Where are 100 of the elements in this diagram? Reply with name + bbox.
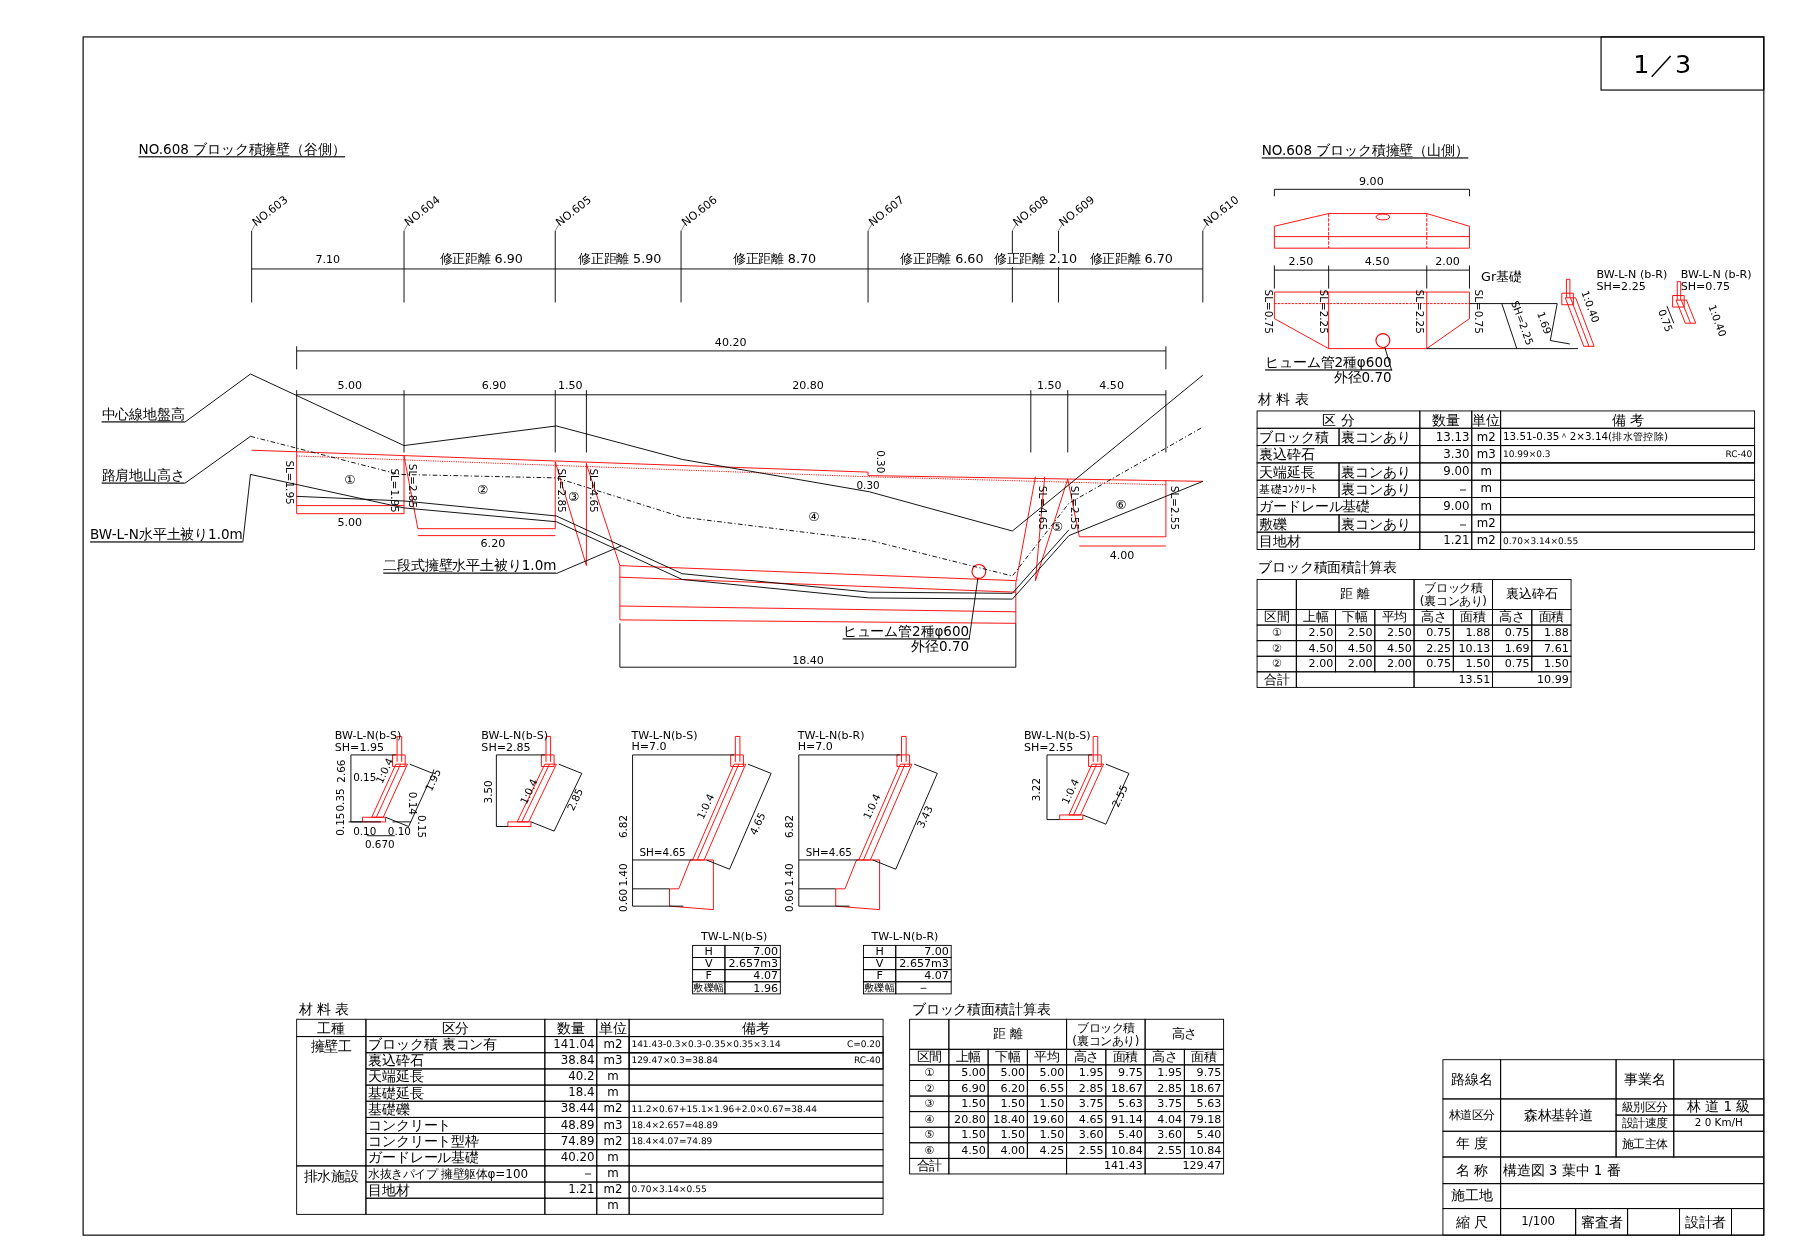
table-entry: 2.25 [1426, 642, 1451, 655]
wall-type-label: SH=2.55 [1023, 742, 1074, 754]
pipe-circle [1375, 333, 1391, 349]
table-entry: 7.61 [1544, 642, 1569, 655]
table-entry: 141.43-0.3×0.3-0.35×0.35×3.14 [631, 1039, 781, 1050]
table-entry: 1.50 [961, 1098, 986, 1110]
table-entry: 2.657m3 [728, 957, 778, 970]
table-entry: ④ [924, 1113, 935, 1126]
table-entry: ブロック積 裏コン有 [368, 1037, 498, 1052]
table-entry: 9.75 [1118, 1066, 1143, 1079]
table-entry: 6.90 [961, 1082, 986, 1095]
section-number: ⑥ [1115, 499, 1127, 513]
table-entry: 0.75 [1504, 658, 1530, 670]
table-entry: 18.40 [993, 1113, 1026, 1126]
dimension-value: 1:0.4 [519, 777, 541, 807]
table-entry: 5.00 [961, 1066, 986, 1079]
dimension-value: SL=2.55 [1168, 485, 1180, 530]
callout-text: ヒューム管2種φ600 [842, 624, 970, 640]
table-entry: 敷礫 [1259, 516, 1288, 531]
dimension-value: 40.20 [714, 337, 747, 349]
table-entry: 0.70×3.14×0.55 [631, 1185, 707, 1195]
dimension-value: 4.00 [1109, 549, 1135, 562]
table-entry: m2 [603, 1135, 623, 1148]
dimension-value: 2.00 [1435, 256, 1460, 268]
dimension-value: 修正距離 6.70 [1088, 253, 1174, 267]
dimension-value: 2.66 [337, 759, 349, 783]
dimension-value: 3.22 [1032, 778, 1044, 802]
table-entry: 13.51-0.35＾2×3.14(排水管控除) [1502, 431, 1669, 443]
dimension-value: SL=2.85 [555, 468, 567, 513]
table-entry: 1.50 [1000, 1098, 1026, 1110]
table-entry: 合計 [916, 1159, 942, 1173]
table-entry: 9.75 [1196, 1066, 1222, 1079]
table-entry: － [580, 1166, 595, 1182]
title-block-text: 2 0 Km/H [1694, 1117, 1743, 1129]
dimension-value: 0.670 [364, 839, 395, 851]
table-entry: 129.47×0.3=38.84 [631, 1056, 719, 1066]
table-title: TW-L-N(b-S) [701, 930, 768, 942]
ground-line [250, 373, 1204, 532]
table-entry: m2 [603, 1103, 623, 1116]
dimension-value: 0.30 [874, 450, 886, 474]
table-entry: 敷礫幅 [693, 982, 725, 994]
table-entry: 18.67 [1111, 1082, 1143, 1095]
table-entry: m2 [1476, 534, 1496, 547]
table-entry: 2.50 [1308, 627, 1334, 639]
table-entry: 裏込砕石 [368, 1053, 424, 1068]
column-header: 高さ [1073, 1050, 1099, 1064]
dimension-value: 6.90 [481, 379, 507, 392]
dimension-value: 0.35 [336, 788, 348, 812]
column-header: 区 分 [1322, 412, 1355, 427]
table-entry: コンクリート [368, 1118, 452, 1133]
table-entry: 4.07 [924, 969, 949, 982]
dimension-value: 9.00 [1359, 175, 1384, 188]
table-entry: m3 [603, 1054, 623, 1067]
leader-line [1384, 346, 1393, 371]
table-entry: 4.65 [1078, 1113, 1104, 1126]
leader-line [184, 435, 251, 484]
column-header: 距 離 [993, 1027, 1023, 1041]
table-entry: 裏コンあり [1341, 429, 1411, 444]
table-entry: 2.50 [1387, 627, 1412, 639]
callout-text: ヒューム管2種φ600 [1265, 355, 1392, 371]
table-entry: m2 [603, 1183, 623, 1197]
dimension-value: 4.50 [1364, 256, 1390, 268]
dimension-value: 1:0.4 [1060, 777, 1082, 807]
column-header: 数量 [556, 1020, 585, 1036]
table-entry: m [607, 1167, 619, 1181]
table-entry: 5.00 [1000, 1066, 1026, 1079]
dimension-value: 0.60 [785, 888, 797, 912]
dimension-value: SL=4.65 [586, 468, 598, 513]
column-header: 面積 [1538, 610, 1565, 624]
table-entry: ① [1271, 627, 1282, 639]
table-entry: 1.21 [568, 1183, 595, 1197]
column-header: 備 考 [1611, 412, 1644, 427]
dimension-value: 1:0.4 [862, 792, 884, 822]
dimension-value: 0.10 [353, 826, 377, 838]
table-title: 材 料 表 [298, 1002, 350, 1018]
table-entry: 13.13 [1435, 430, 1470, 444]
table-entry: 裏コンあり [1341, 464, 1411, 479]
column-header: ブロック積 (裏コンあり) [1071, 1021, 1141, 1047]
table-entry: 1.50 [1465, 658, 1491, 670]
table-entry: 129.47 [1182, 1160, 1222, 1172]
table-entry: 6.20 [1000, 1082, 1026, 1095]
table-entry: 排水施設 [303, 1169, 359, 1184]
table-entry: 1.69 [1504, 642, 1530, 655]
table-entry: 1.21 [1443, 534, 1470, 547]
table-title: ブロック積面積計算表 [911, 1002, 1051, 1018]
wall-type-label: BW-L-N (b-R) [1596, 268, 1668, 281]
table-entry: 3.75 [1078, 1098, 1104, 1110]
table-entry: m [607, 1151, 619, 1164]
table-entry: m [1480, 500, 1492, 513]
table-entry: 19.60 [1032, 1113, 1065, 1126]
part-label: Gr基礎 [1481, 270, 1522, 284]
column-header: 裏込砕石 [1506, 587, 1558, 602]
table-entry: 1.50 [1039, 1098, 1065, 1110]
dimension-value: SL=0.75 [1262, 289, 1273, 334]
table-entry: m3 [603, 1119, 623, 1132]
table-entry: 1.96 [753, 982, 778, 994]
table-entry: ガードレール基礎 [368, 1150, 480, 1165]
title-block-text: 森林基幹道 [1523, 1108, 1593, 1123]
table-title: ブロック積面積計算表 [1258, 560, 1397, 576]
table-entry: 2.657m3 [899, 957, 949, 970]
